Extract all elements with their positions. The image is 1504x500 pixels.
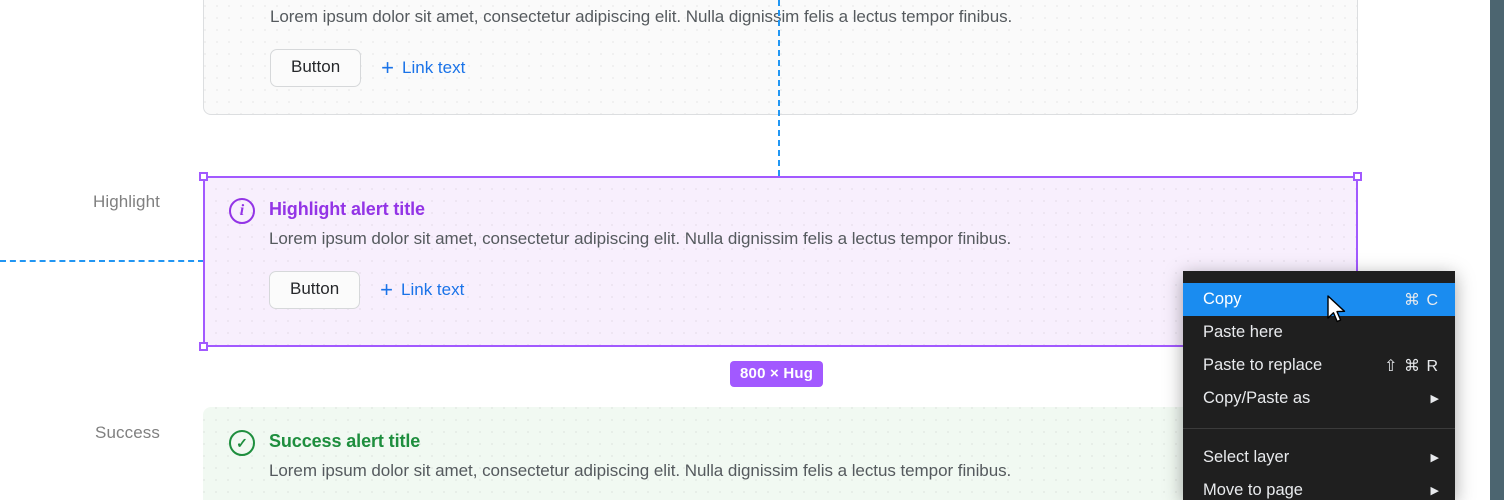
alert-title: Success alert title: [269, 431, 421, 451]
submenu-arrow-icon: ▶: [1430, 485, 1439, 497]
alert-card-highlight[interactable]: i Highlight alert title Lorem ipsum dolo…: [203, 176, 1358, 347]
menu-item-copy[interactable]: Copy ⌘ C: [1183, 283, 1455, 316]
section-label-success: Success: [95, 423, 160, 442]
alert-actions: Button + Link text: [270, 49, 1357, 87]
menu-item-copy-paste-as[interactable]: Copy/Paste as ▶: [1183, 382, 1455, 415]
size-badge: 800 × Hug: [730, 361, 824, 387]
menu-item-label: Copy: [1203, 290, 1242, 308]
menu-item-label: Paste here: [1203, 323, 1283, 341]
alert-card-neutral[interactable]: Lorem ipsum dolor sit amet, consectetur …: [203, 0, 1358, 115]
alert-link-label: Link text: [401, 279, 465, 299]
submenu-arrow-icon: ▶: [1430, 452, 1439, 464]
alert-link[interactable]: + Link text: [380, 276, 465, 302]
alert-content: Lorem ipsum dolor sit amet, consectetur …: [204, 0, 1357, 87]
alert-link-label: Link text: [402, 57, 466, 77]
alert-body-text: Lorem ipsum dolor sit amet, consectetur …: [269, 461, 1012, 480]
menu-item-label: Paste to replace: [1203, 356, 1323, 374]
alert-body-text: Lorem ipsum dolor sit amet, consectetur …: [269, 229, 1012, 248]
alert-actions: Button + Link text: [269, 271, 1358, 309]
plus-icon: +: [380, 276, 394, 302]
info-circle-icon: i: [229, 198, 255, 224]
section-label-highlight: Highlight: [92, 192, 160, 211]
alert-link[interactable]: + Link text: [381, 54, 466, 80]
menu-item-select-layer[interactable]: Select layer ▶: [1183, 441, 1455, 474]
menu-item-label: Select layer: [1203, 448, 1290, 466]
horizontal-alignment-guide: [0, 260, 204, 262]
alert-body-text: Lorem ipsum dolor sit amet, consectetur …: [270, 7, 1013, 26]
alert-button[interactable]: Button: [269, 271, 361, 309]
check-circle-icon: ✓: [229, 430, 255, 456]
right-panel-strip: [1490, 0, 1504, 500]
menu-item-paste-to-replace[interactable]: Paste to replace ⇧ ⌘ R: [1183, 349, 1455, 382]
plus-icon: +: [381, 54, 395, 80]
menu-item-shortcut: ⌘ C: [1404, 291, 1439, 309]
vertical-alignment-guide: [778, 0, 780, 176]
menu-item-label: Copy/Paste as: [1203, 389, 1311, 407]
submenu-arrow-icon: ▶: [1430, 393, 1439, 405]
menu-item-move-to-page[interactable]: Move to page ▶: [1183, 474, 1455, 500]
menu-divider: [1183, 428, 1455, 429]
alert-content: i Highlight alert title Lorem ipsum dolo…: [203, 176, 1358, 309]
alert-content: ✓ Success alert title Lorem ipsum dolor …: [203, 407, 1358, 481]
alert-title: Highlight alert title: [269, 199, 425, 219]
alert-button[interactable]: Button: [270, 49, 362, 87]
menu-item-shortcut: ⇧ ⌘ R: [1384, 357, 1439, 375]
context-menu[interactable]: Copy ⌘ C Paste here Paste to replace ⇧ ⌘…: [1183, 271, 1455, 500]
menu-item-paste-here[interactable]: Paste here: [1183, 316, 1455, 349]
alert-card-success[interactable]: ✓ Success alert title Lorem ipsum dolor …: [203, 407, 1358, 500]
menu-item-label: Move to page: [1203, 481, 1303, 499]
